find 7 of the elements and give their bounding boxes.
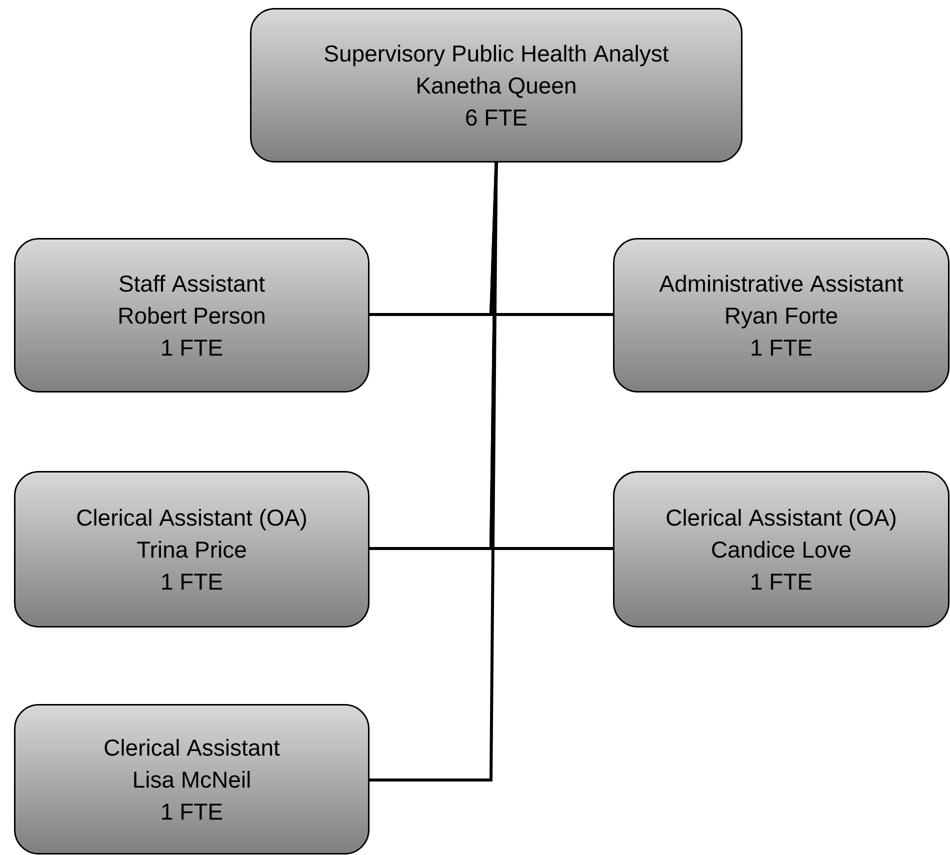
position-box: Supervisory Public Health Analyst Kanetha Queen 6 FTE [250, 8, 742, 162]
position-box: Clerical Assistant Lisa McNeil 1 FTE [14, 704, 370, 854]
connector-line [370, 162, 498, 782]
position-box: Clerical Assistant (OA) Candice Love 1 FTE [613, 471, 950, 628]
position-box: Administrative Assistant Ryan Forte 1 FTE [613, 238, 950, 392]
position-box: Staff Assistant Robert Person 1 FTE [14, 238, 370, 392]
position-box: Clerical Assistant (OA) Trina Price 1 FTE [14, 471, 370, 628]
